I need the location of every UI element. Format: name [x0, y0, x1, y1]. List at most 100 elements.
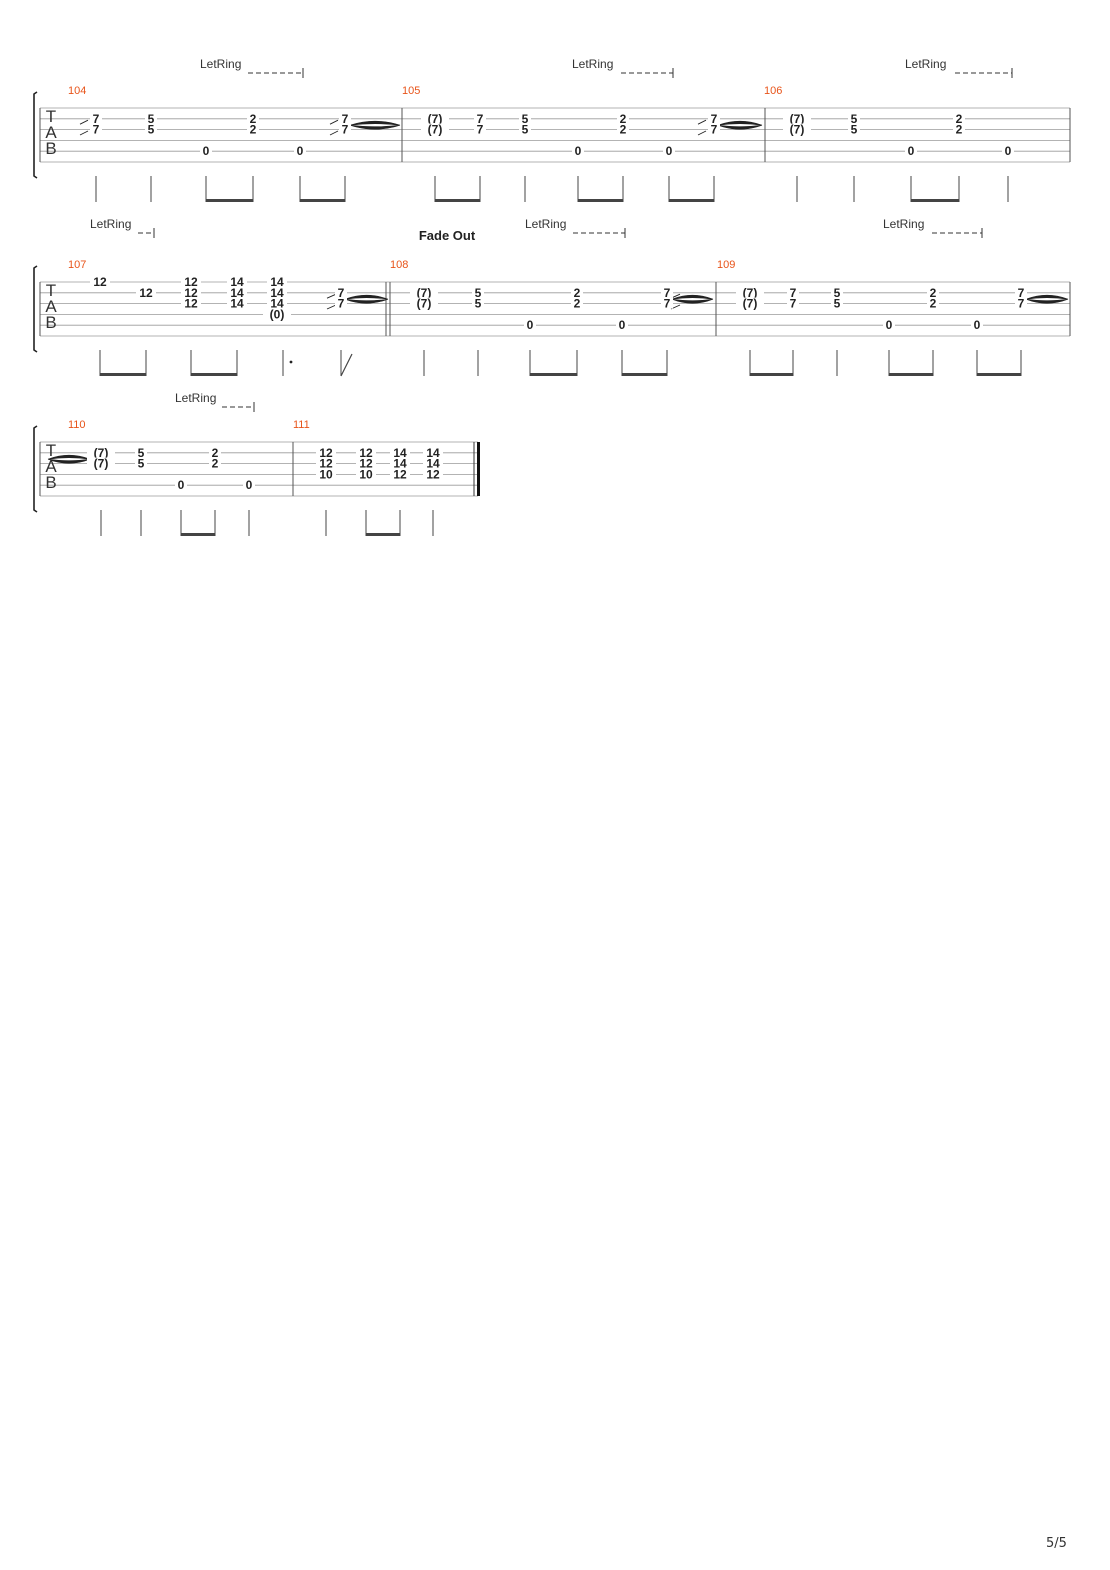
- fret-bg: [316, 468, 336, 480]
- beam: [191, 373, 237, 376]
- tab-clef-letter: A: [45, 297, 57, 316]
- dot-mark: [289, 360, 293, 364]
- fret-number: 7: [1018, 286, 1025, 300]
- beam: [889, 373, 933, 376]
- fret-number: 2: [250, 112, 257, 126]
- fret-number: 2: [620, 112, 627, 126]
- fret-bg: [472, 286, 484, 298]
- fret-number: 12: [139, 286, 153, 300]
- fret-bg: [316, 446, 336, 458]
- fret-bg: [200, 145, 212, 157]
- fret-bg: [971, 319, 983, 331]
- fret-number: 0: [666, 144, 673, 158]
- fret-number: 2: [956, 123, 963, 137]
- fret-number: 0: [203, 144, 210, 158]
- fret-bg: [181, 276, 201, 287]
- tie-arc: [349, 120, 401, 126]
- fret-bg: [831, 297, 843, 309]
- tie-arc: [717, 124, 763, 130]
- fret-bg: [316, 457, 336, 469]
- fret-bg: [263, 308, 291, 320]
- fret-number: 7: [790, 286, 797, 300]
- fret-number: 5: [138, 457, 145, 471]
- fret-number: (7): [790, 123, 805, 137]
- fret-number: 12: [359, 457, 373, 471]
- fret-bg: [848, 112, 860, 124]
- fret-bg: [136, 286, 156, 298]
- fret-bg: [90, 123, 102, 135]
- fret-number: 7: [342, 123, 349, 137]
- fret-bg: [663, 145, 675, 157]
- fret-number: 5: [522, 112, 529, 126]
- fret-number: 7: [711, 112, 718, 126]
- fret-bg: [390, 457, 410, 469]
- fret-number: 5: [834, 297, 841, 311]
- beam: [977, 373, 1021, 376]
- measure-number: 110: [68, 419, 86, 431]
- beam: [669, 199, 714, 202]
- fret-bg: [90, 112, 102, 124]
- fret-number: 0: [974, 318, 981, 332]
- fret-number: 12: [319, 446, 333, 460]
- fret-bg: [617, 112, 629, 124]
- beam: [750, 373, 793, 376]
- fret-bg: [708, 123, 720, 135]
- beam: [911, 199, 959, 202]
- fret-bg: [1015, 297, 1027, 309]
- fret-bg: [787, 297, 799, 309]
- measure-number: 109: [717, 259, 735, 271]
- measure-number: 111: [293, 419, 310, 431]
- fret-bg: [410, 286, 438, 298]
- fret-number: 5: [851, 123, 858, 137]
- tab-clef-letter: B: [45, 313, 56, 332]
- tie-arc: [344, 298, 389, 304]
- fret-number: 14: [270, 286, 284, 300]
- fret-number: 12: [319, 457, 333, 471]
- fret-number: (0): [270, 307, 285, 321]
- fret-number: 0: [297, 144, 304, 158]
- fret-bg: [927, 297, 939, 309]
- fret-bg: [519, 123, 531, 135]
- slide-mark: [329, 119, 339, 125]
- fret-bg: [519, 112, 531, 124]
- tab-system: TABLetRing110(7)(7)550220111121210121210…: [33, 391, 480, 536]
- fret-bg: [571, 286, 583, 298]
- tab-clef-letter: T: [46, 281, 56, 300]
- fret-bg: [335, 286, 347, 298]
- measure-number: 105: [402, 85, 420, 97]
- tab-clef-letter: A: [45, 457, 57, 476]
- slide-mark: [326, 293, 337, 299]
- fret-number: (7): [417, 297, 432, 311]
- slide-mark: [326, 304, 337, 310]
- slide-mark: [79, 119, 89, 125]
- fret-number: 7: [664, 297, 671, 311]
- tie-arc: [1025, 298, 1069, 304]
- fret-number: 5: [138, 446, 145, 460]
- fret-number: 2: [956, 112, 963, 126]
- beam: [366, 533, 400, 536]
- fret-number: 0: [178, 478, 185, 492]
- fret-bg: [423, 468, 443, 480]
- fret-number: 12: [393, 467, 407, 481]
- fret-number: (7): [743, 297, 758, 311]
- tab-clef-letter: T: [46, 441, 56, 460]
- fret-bg: [905, 145, 917, 157]
- fret-bg: [267, 276, 287, 287]
- fret-bg: [617, 123, 629, 135]
- note-flag: [340, 353, 353, 377]
- fret-number: 0: [1005, 144, 1012, 158]
- fret-bg: [736, 297, 764, 309]
- slide-mark: [79, 130, 89, 136]
- fret-bg: [524, 319, 536, 331]
- fret-bg: [247, 112, 259, 124]
- fret-bg: [90, 276, 110, 287]
- fret-number: 2: [212, 446, 219, 460]
- measure-number: 108: [390, 259, 408, 271]
- fret-bg: [831, 286, 843, 298]
- fret-number: (7): [743, 286, 758, 300]
- fret-bg: [423, 457, 443, 469]
- fret-bg: [356, 468, 376, 480]
- fret-bg: [848, 123, 860, 135]
- fret-number: 0: [246, 478, 253, 492]
